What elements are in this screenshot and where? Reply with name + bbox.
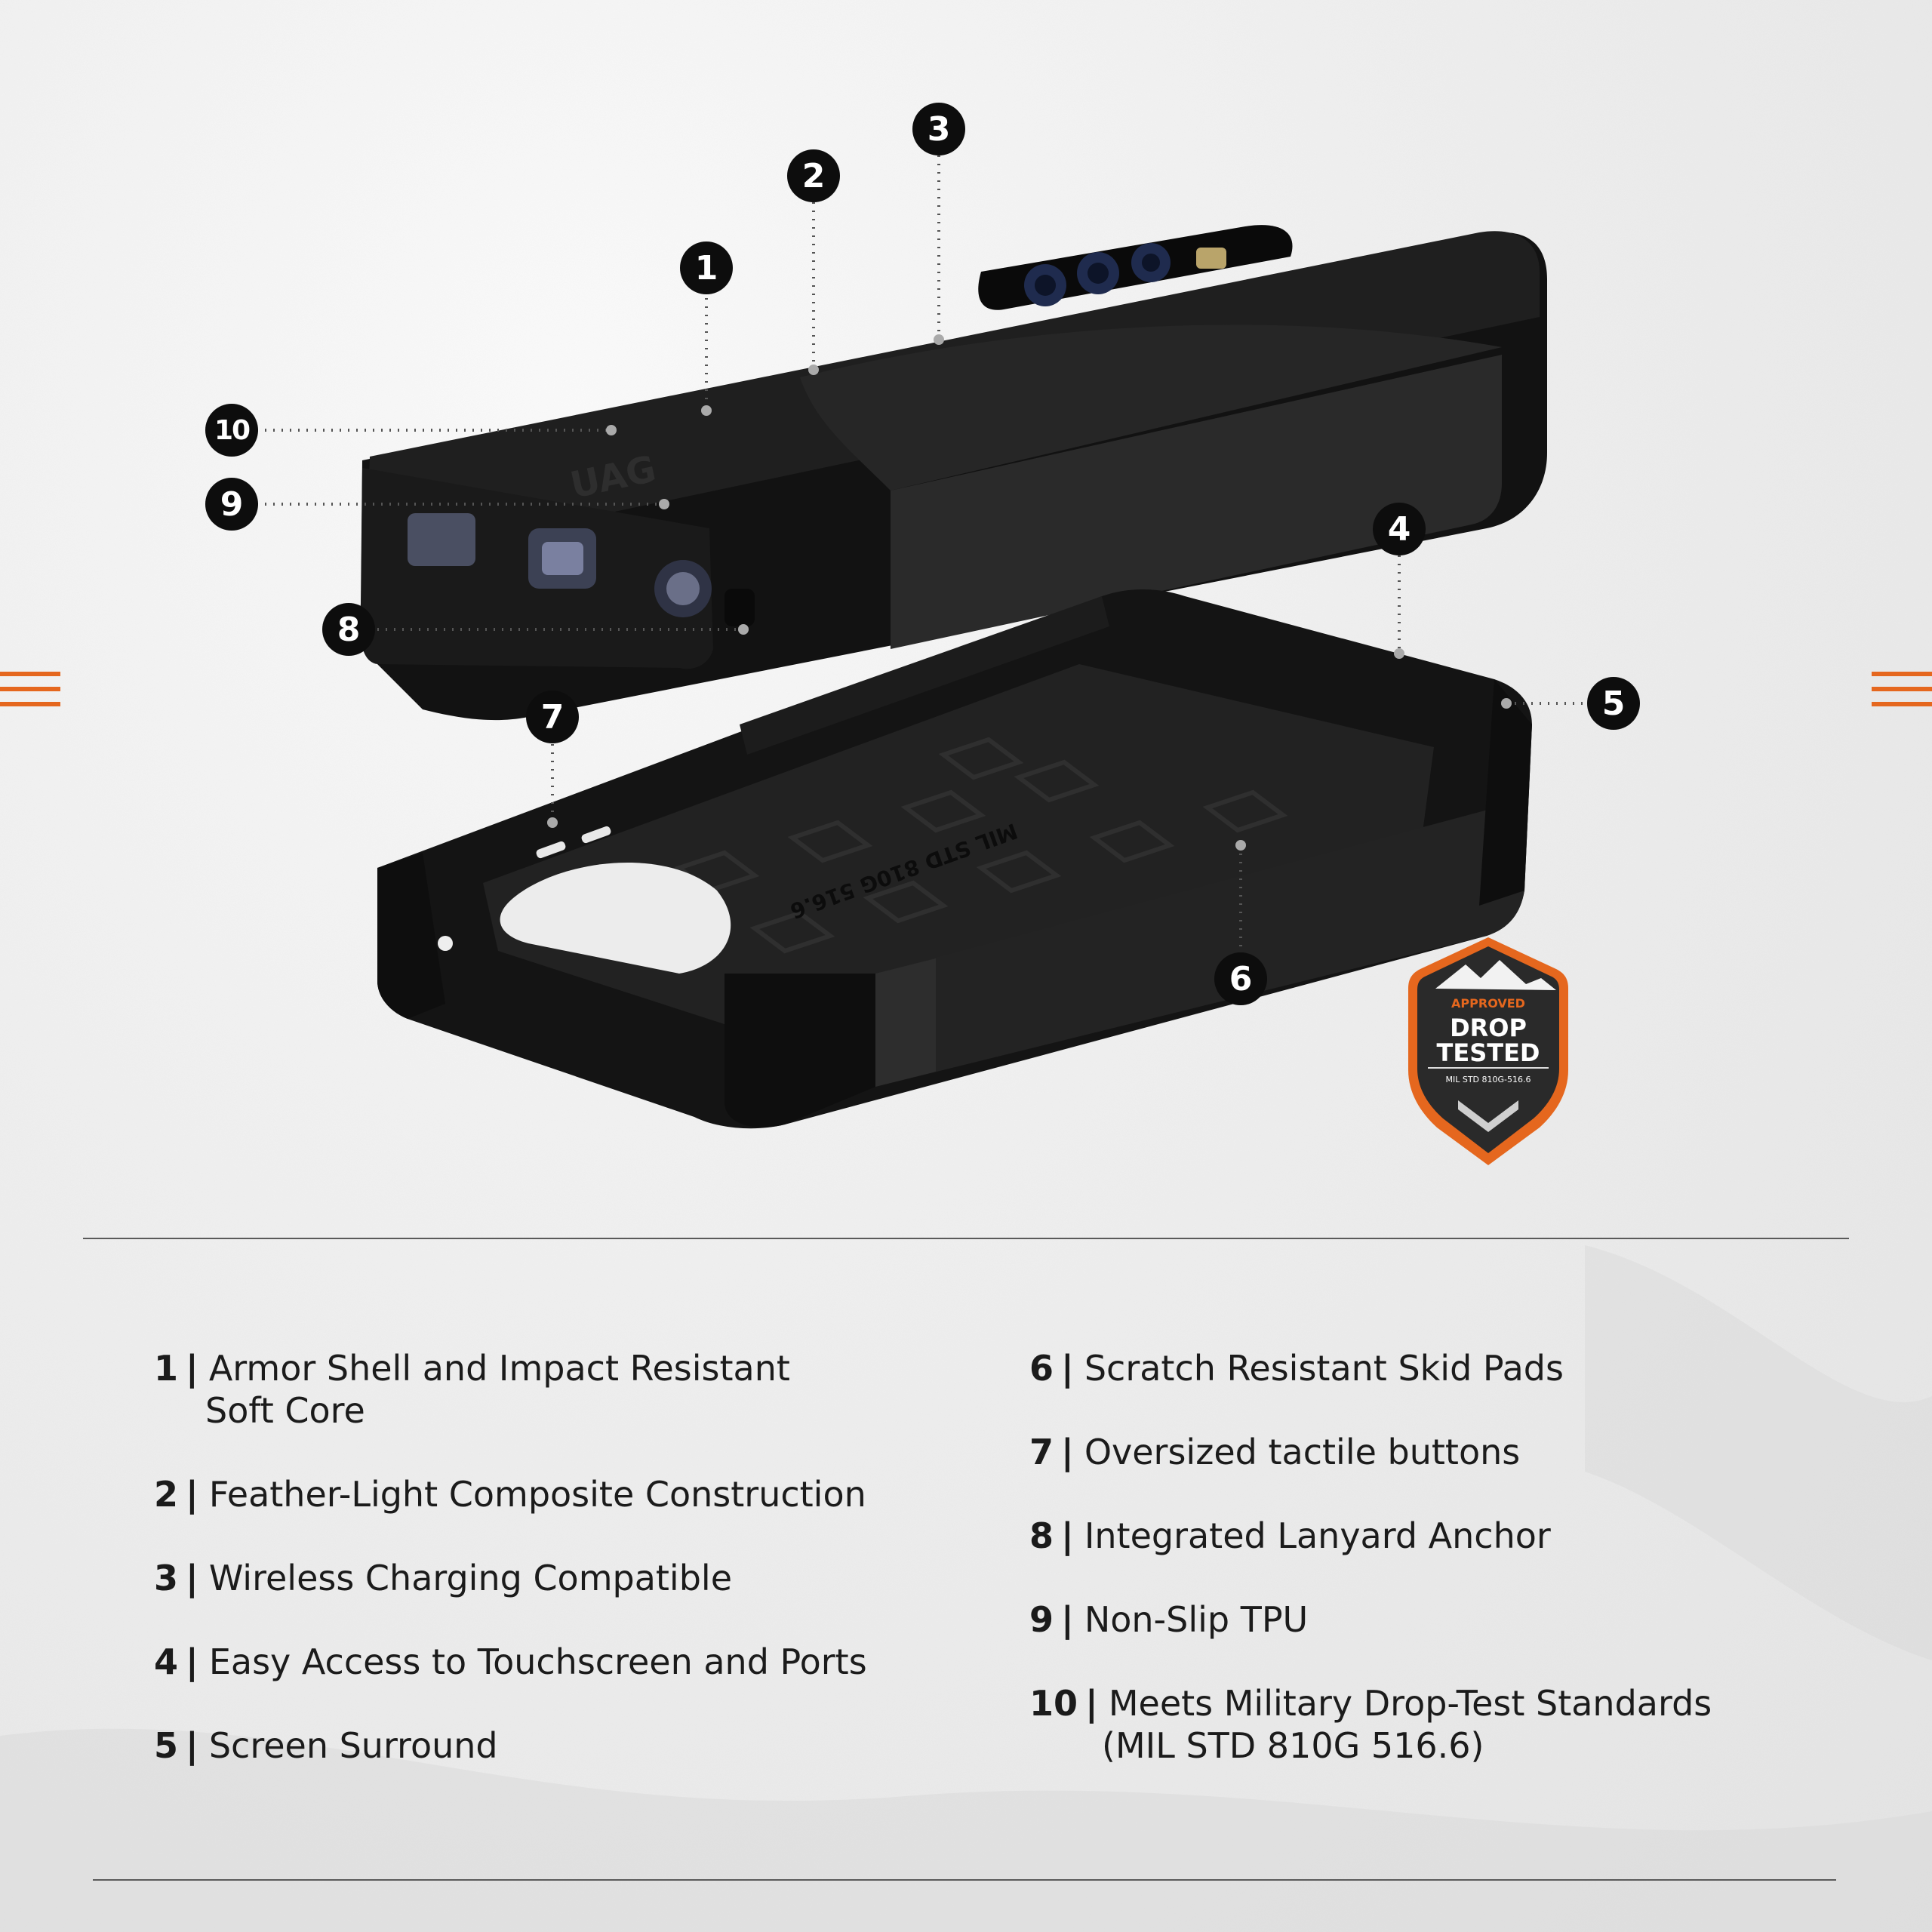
divider-top [83, 1238, 1849, 1239]
feature-6: 6|Scratch Resistant Skid Pads [1029, 1348, 1564, 1389]
feature-4: 4|Easy Access to Touchscreen and Ports [154, 1641, 867, 1682]
badge-drop: DROP [1450, 1014, 1527, 1042]
callout-3: 3 [912, 103, 965, 155]
callout-4: 4 [1373, 503, 1426, 555]
badge-mil-std: MIL STD 810G-516.6 [1445, 1075, 1531, 1084]
features-right: 6|Scratch Resistant Skid Pads 7|Oversize… [1029, 1347, 1712, 1808]
callout-7: 7 [526, 691, 579, 743]
drop-tested-badge: APPROVED DROP TESTED MIL STD 810G-516.6 [1408, 937, 1568, 1165]
feature-9: 9|Non-Slip TPU [1029, 1599, 1309, 1640]
feature-10: 10|Meets Military Drop-Test Standards(MI… [1029, 1683, 1712, 1766]
badge-approved: APPROVED [1451, 996, 1525, 1011]
callout-8: 8 [322, 603, 375, 656]
callout-9: 9 [205, 478, 258, 531]
feature-5: 5|Screen Surround [154, 1725, 498, 1766]
callout-2: 2 [787, 149, 840, 202]
feature-2: 2|Feather-Light Composite Construction [154, 1474, 866, 1515]
callout-1: 1 [680, 242, 733, 294]
phone-case-top: UAG [360, 225, 1547, 721]
feature-8: 8|Integrated Lanyard Anchor [1029, 1515, 1551, 1556]
feature-7: 7|Oversized tactile buttons [1029, 1432, 1521, 1472]
feature-3: 3|Wireless Charging Compatible [154, 1558, 732, 1598]
badge-tested: TESTED [1437, 1038, 1540, 1067]
callout-10: 10 [205, 404, 258, 457]
orange-deco-right [1872, 672, 1932, 711]
callout-6: 6 [1214, 952, 1267, 1005]
divider-bottom [93, 1879, 1836, 1881]
callout-5: 5 [1587, 677, 1640, 730]
orange-deco-left [0, 672, 60, 711]
leader-lines [257, 155, 1585, 951]
product-diagram: UAG MIL STD 810G 516.6 [257, 155, 1585, 1129]
